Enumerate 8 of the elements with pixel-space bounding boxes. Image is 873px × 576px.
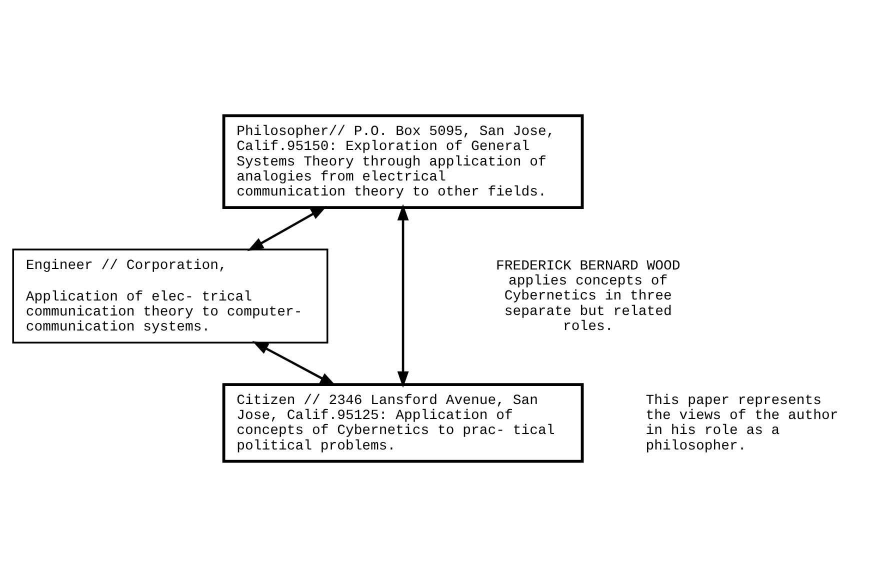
arrow [247, 205, 327, 251]
node-box: Philosopher// P.O. Box 5095, San Jose, Calif.95150: Exploration of General Systems Theory through application of analogies from electrical communication theory to other fields. [222, 114, 584, 209]
label: FREDERICK BERNARD WOOD applies concepts of Cybernetics in three separate but related roles. [496, 258, 680, 334]
node-box: Citizen // 2346 Lansford Avenue, San Jose, Calif.95125: Application of concepts of Cybernetics to prac- tical political problems. [222, 382, 584, 462]
arrow [397, 204, 409, 388]
arrow [252, 340, 336, 386]
label: This paper represents the views of the author in his role as a philosopher. [646, 392, 838, 454]
node-box: Engineer // Corporation, Application of elec- trical communication theory to computer-communication systems. [12, 248, 328, 343]
